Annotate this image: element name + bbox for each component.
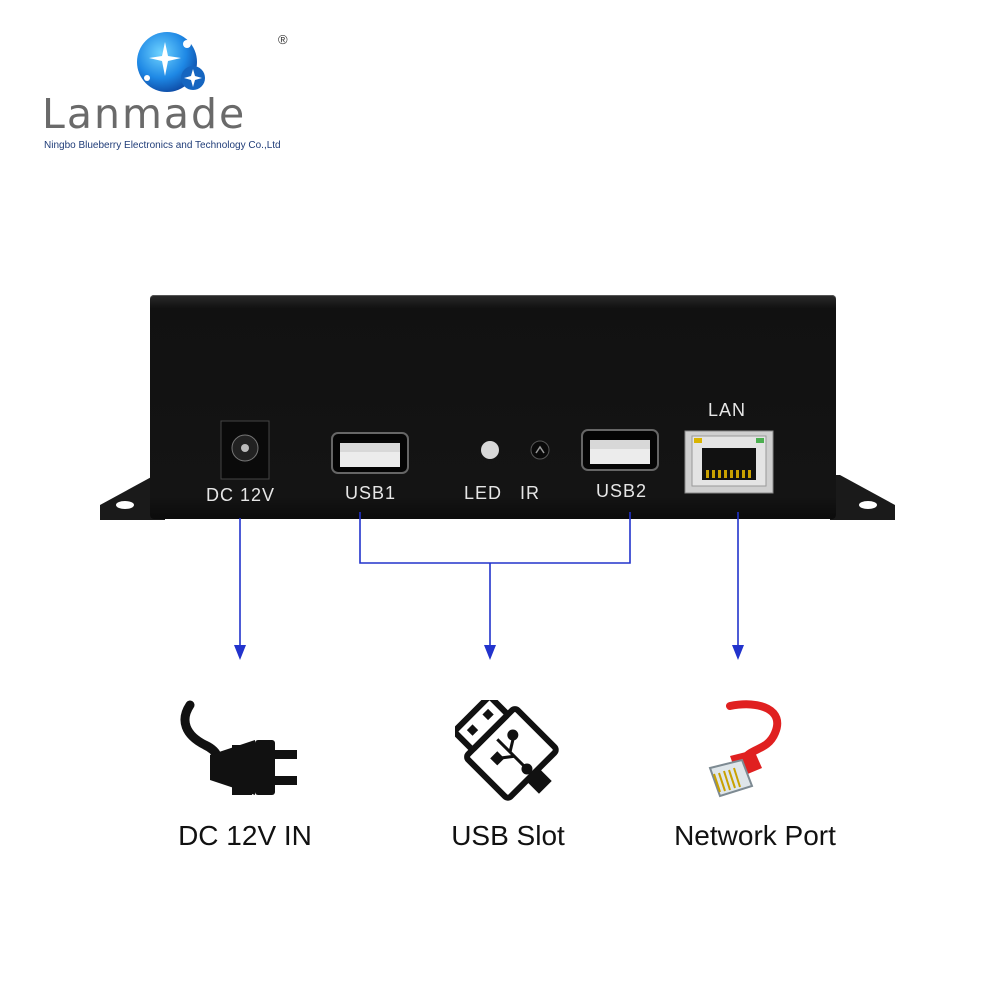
- dc-arrow-icon: [234, 645, 246, 660]
- logo-sphere-icon: [137, 32, 205, 92]
- dc-jack: [220, 420, 270, 480]
- lan-label: LAN: [708, 400, 747, 420]
- power-plug-icon: [180, 700, 297, 795]
- company-name: Ningbo Blueberry Electronics and Technol…: [44, 140, 281, 151]
- brand-logo: ® Lanmade Ningbo Blueberry Electronics a…: [40, 20, 300, 151]
- left-mounting-ear: [100, 475, 165, 520]
- usb-arrow-icon: [484, 645, 496, 660]
- registered-mark: ®: [278, 32, 288, 47]
- right-mounting-ear: [830, 475, 895, 520]
- usb1-label: USB1: [345, 483, 397, 503]
- usb-slot-caption: USB Slot: [451, 820, 565, 851]
- led-ir-indicators: [481, 440, 550, 460]
- device-back-panel: DC 12V USB1 LED IR USB2 LAN: [95, 290, 895, 530]
- led-label: LED: [464, 483, 503, 503]
- usb2-port: [581, 429, 659, 471]
- brand-name: Lanmade: [42, 90, 247, 138]
- lan-arrow-icon: [732, 645, 744, 660]
- network-port-caption: Network Port: [674, 820, 836, 851]
- network-cable-icon: [708, 700, 782, 798]
- usb2-label: USB2: [596, 481, 648, 501]
- usb-stick-icon: [455, 700, 559, 801]
- dc-in-caption: DC 12V IN: [178, 820, 312, 851]
- usb1-port: [331, 432, 409, 474]
- dc-port-label: DC 12V: [206, 485, 276, 505]
- ir-label: IR: [520, 483, 540, 503]
- panel-face: DC 12V USB1 LED IR USB2 LAN: [150, 295, 836, 519]
- lan-port: [684, 430, 774, 494]
